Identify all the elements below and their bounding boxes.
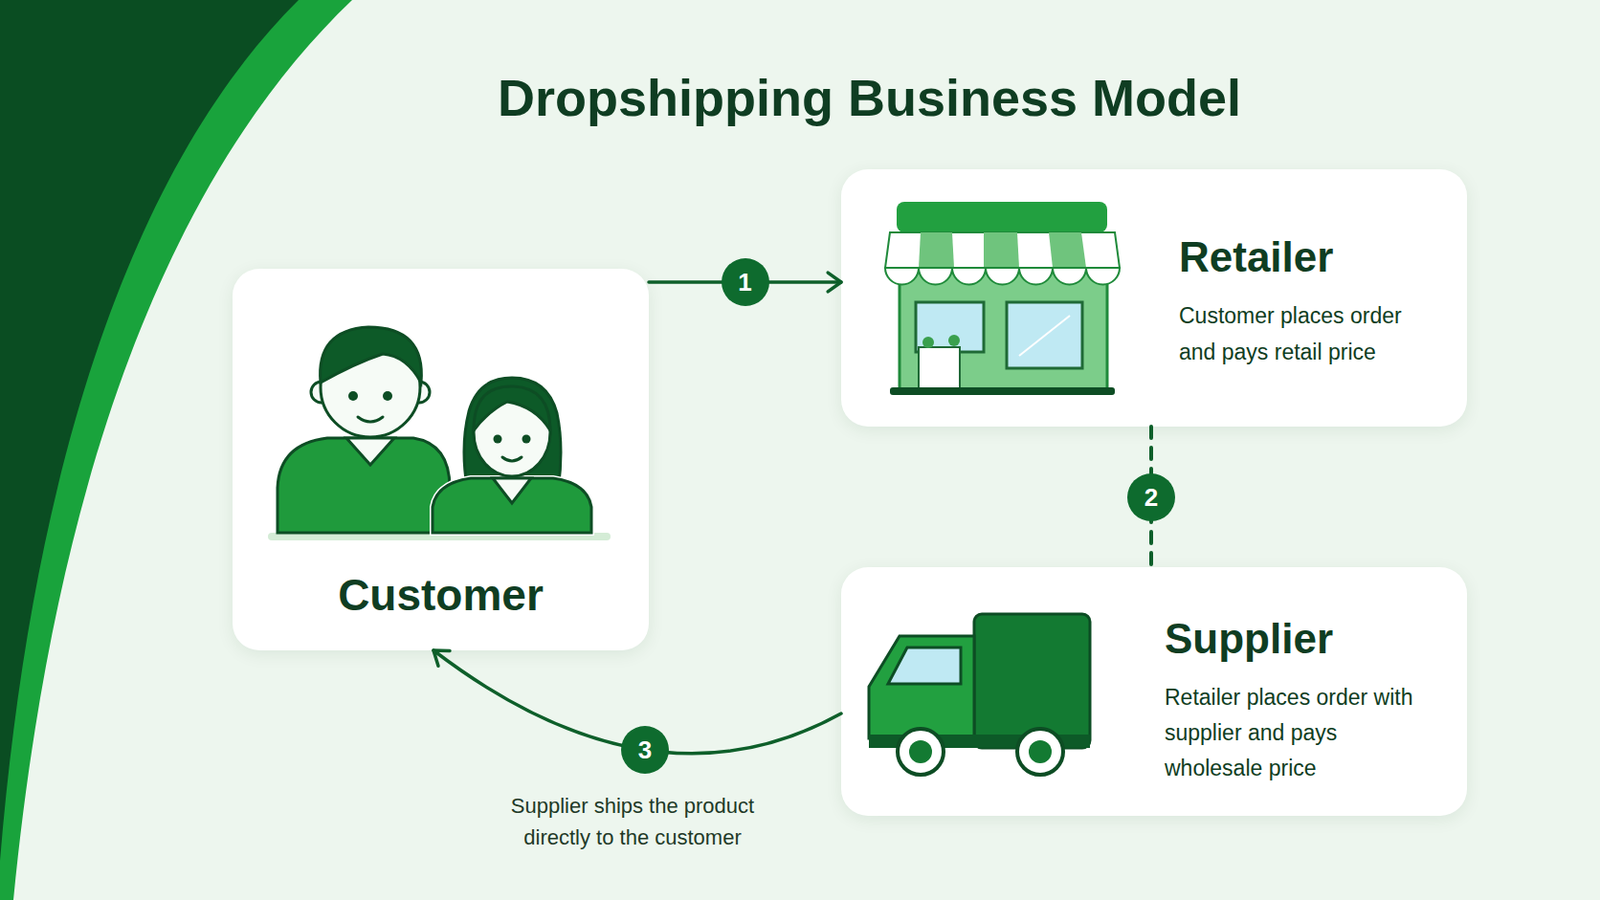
supplier-box: SupplierRetailer places order with suppl… (841, 567, 1467, 817)
arrow-head (433, 650, 450, 667)
node-body: Retailer places order with supplier and … (1164, 680, 1428, 787)
step-number: 1 (721, 258, 770, 307)
node-body: Customer places order and pays retail pr… (1178, 297, 1438, 371)
diagram-title: Dropshipping Business Model (0, 66, 1600, 129)
retailer-box: RetailerCustomer places order and pays r… (841, 169, 1467, 427)
node-heading: Supplier (1164, 616, 1433, 663)
step-number: 3 (621, 726, 669, 775)
step-number: 2 (1127, 473, 1176, 522)
node-heading: Retailer (1178, 234, 1447, 281)
arrow-head (827, 272, 842, 292)
node-heading: Customer (232, 568, 649, 623)
step-description: Supplier ships the product directly to t… (488, 790, 777, 854)
customer-box: Customer (232, 268, 649, 651)
